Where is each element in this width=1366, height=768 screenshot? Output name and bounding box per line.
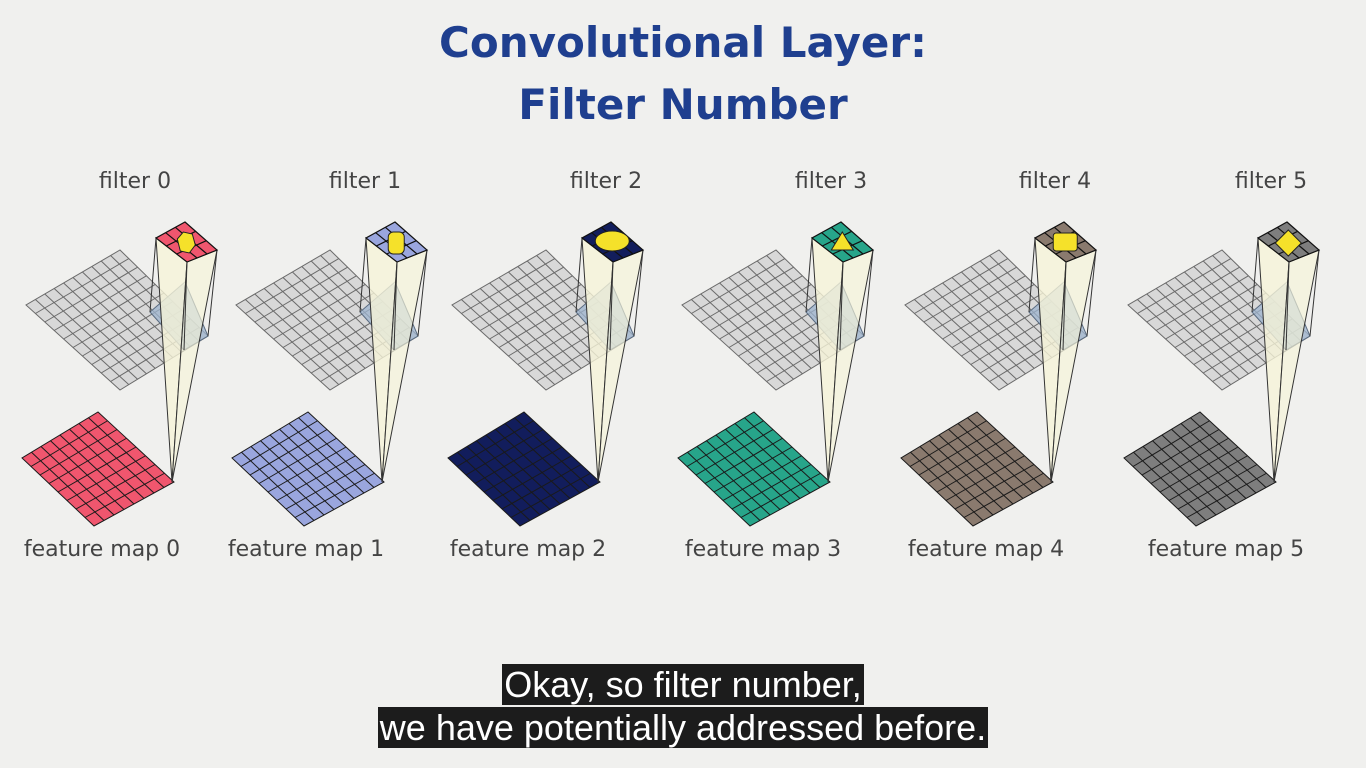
beam-edge: [839, 261, 844, 351]
input-grid: [681, 249, 865, 391]
input-grid: [904, 249, 1088, 391]
feature-map-label-5: feature map 5: [1148, 537, 1304, 562]
beam-edge: [633, 249, 644, 337]
beam-edge: [359, 237, 367, 313]
slide-title: Convolutional Layer: Filter Number: [0, 12, 1366, 136]
feature-map-label-4: feature map 4: [908, 537, 1064, 562]
caption-line-1: Okay, so filter number,: [0, 664, 1366, 706]
rounded-square-icon: [387, 231, 405, 255]
feature-map-label-3: feature map 3: [685, 537, 841, 562]
square-icon: [1052, 232, 1078, 252]
panel-3: filter 3 feature map 3: [677, 169, 875, 562]
beam-edge: [575, 237, 583, 313]
beam-edge: [1062, 261, 1067, 351]
slide-title-line2: Filter Number: [518, 80, 848, 129]
panel-0: filter 0 feature map 0: [21, 169, 219, 562]
panel-2: filter 2 feature map 2: [447, 169, 645, 562]
beam-edge: [1086, 249, 1097, 337]
caption-line-2: we have potentially addressed before.: [0, 707, 1366, 749]
beam-edge: [417, 249, 428, 337]
beam-edge: [1285, 261, 1290, 351]
beam-edge: [609, 261, 614, 351]
beam-edge: [863, 249, 874, 337]
feature-map-label-1: feature map 1: [228, 537, 384, 562]
ellipse-icon: [594, 230, 630, 252]
beam-edge: [1309, 249, 1320, 337]
filter-label-0: filter 0: [99, 169, 171, 194]
beam-edge: [207, 249, 218, 337]
filter-label-4: filter 4: [1019, 169, 1091, 194]
filter-label-1: filter 1: [329, 169, 401, 194]
feature-map-3: [677, 411, 831, 527]
beam-edge: [1028, 237, 1036, 313]
diamond-icon: [1274, 229, 1303, 257]
caption-line-2-text: we have potentially addressed before.: [377, 707, 989, 748]
beam-edge: [149, 237, 157, 313]
caption-line-1-text: Okay, so filter number,: [502, 664, 864, 705]
feature-map-1: [231, 411, 385, 527]
filter-label-3: filter 3: [795, 169, 867, 194]
hexagon-icon: [176, 231, 196, 254]
panel-4: filter 4 feature map 4: [900, 169, 1098, 562]
panel-1: filter 1 feature map 1: [228, 169, 429, 562]
filter-label-2: filter 2: [570, 169, 642, 194]
feature-map-label-0: feature map 0: [24, 537, 180, 562]
feature-map-2: [447, 411, 601, 527]
filter-label-5: filter 5: [1235, 169, 1307, 194]
feature-map-label-2: feature map 2: [450, 537, 606, 562]
beam-edge: [805, 237, 813, 313]
beam-edge: [1251, 237, 1259, 313]
triangle-icon: [830, 231, 855, 251]
input-grid: [451, 249, 635, 391]
feature-map-0: [21, 411, 175, 527]
beam-edge: [183, 261, 188, 351]
slide-title-line1: Convolutional Layer:: [439, 18, 927, 67]
beam-edge: [393, 261, 398, 351]
feature-map-4: [900, 411, 1054, 527]
feature-map-5: [1123, 411, 1277, 527]
panel-5: filter 5 feature map 5: [1123, 169, 1321, 562]
